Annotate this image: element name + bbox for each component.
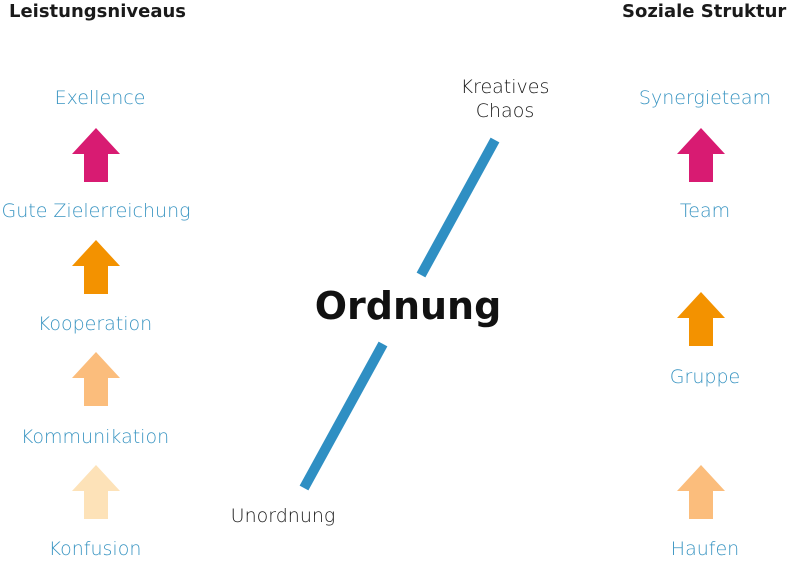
up-arrow-icon [72, 352, 120, 406]
right-level-gruppe: Gruppe [669, 366, 741, 388]
arrow-shape [677, 292, 725, 346]
up-arrow-icon [677, 465, 725, 519]
right-level-haufen: Haufen [670, 538, 740, 560]
lower-diagonal-line [299, 341, 388, 491]
up-arrow-icon [72, 128, 120, 182]
right-heading: Soziale Struktur [622, 1, 787, 22]
chaos-line: Chaos [475, 100, 535, 122]
arrow-shape [677, 465, 725, 519]
arrow-shape [72, 128, 120, 182]
up-arrow-icon [72, 465, 120, 519]
arrow-shape [72, 352, 120, 406]
right-level-team: Team [679, 200, 731, 222]
unordnung-label: Unordnung [230, 505, 336, 527]
kreatives-chaos-label: Kreatives Chaos [461, 75, 550, 123]
upper-diagonal-line [416, 137, 500, 278]
center-title: Ordnung [314, 284, 502, 328]
left-heading: Leistungsniveaus [9, 1, 186, 22]
up-arrow-icon [72, 240, 120, 294]
left-level-kommunikation: Kommunikation [20, 426, 170, 448]
up-arrow-icon [677, 128, 725, 182]
arrow-shape [72, 465, 120, 519]
right-level-synergieteam: Synergieteam [638, 87, 772, 109]
left-level-kooperation: Kooperation [37, 313, 153, 335]
up-arrow-icon [677, 292, 725, 346]
kreatives-line: Kreatives [460, 76, 550, 98]
left-level-konfusion: Konfusion [48, 538, 142, 560]
arrow-shape [677, 128, 725, 182]
arrow-shape [72, 240, 120, 294]
left-level-exellence: Exellence [54, 87, 146, 109]
left-level-gute-zielerreichung: Gute Zielerreichung [1, 200, 191, 222]
